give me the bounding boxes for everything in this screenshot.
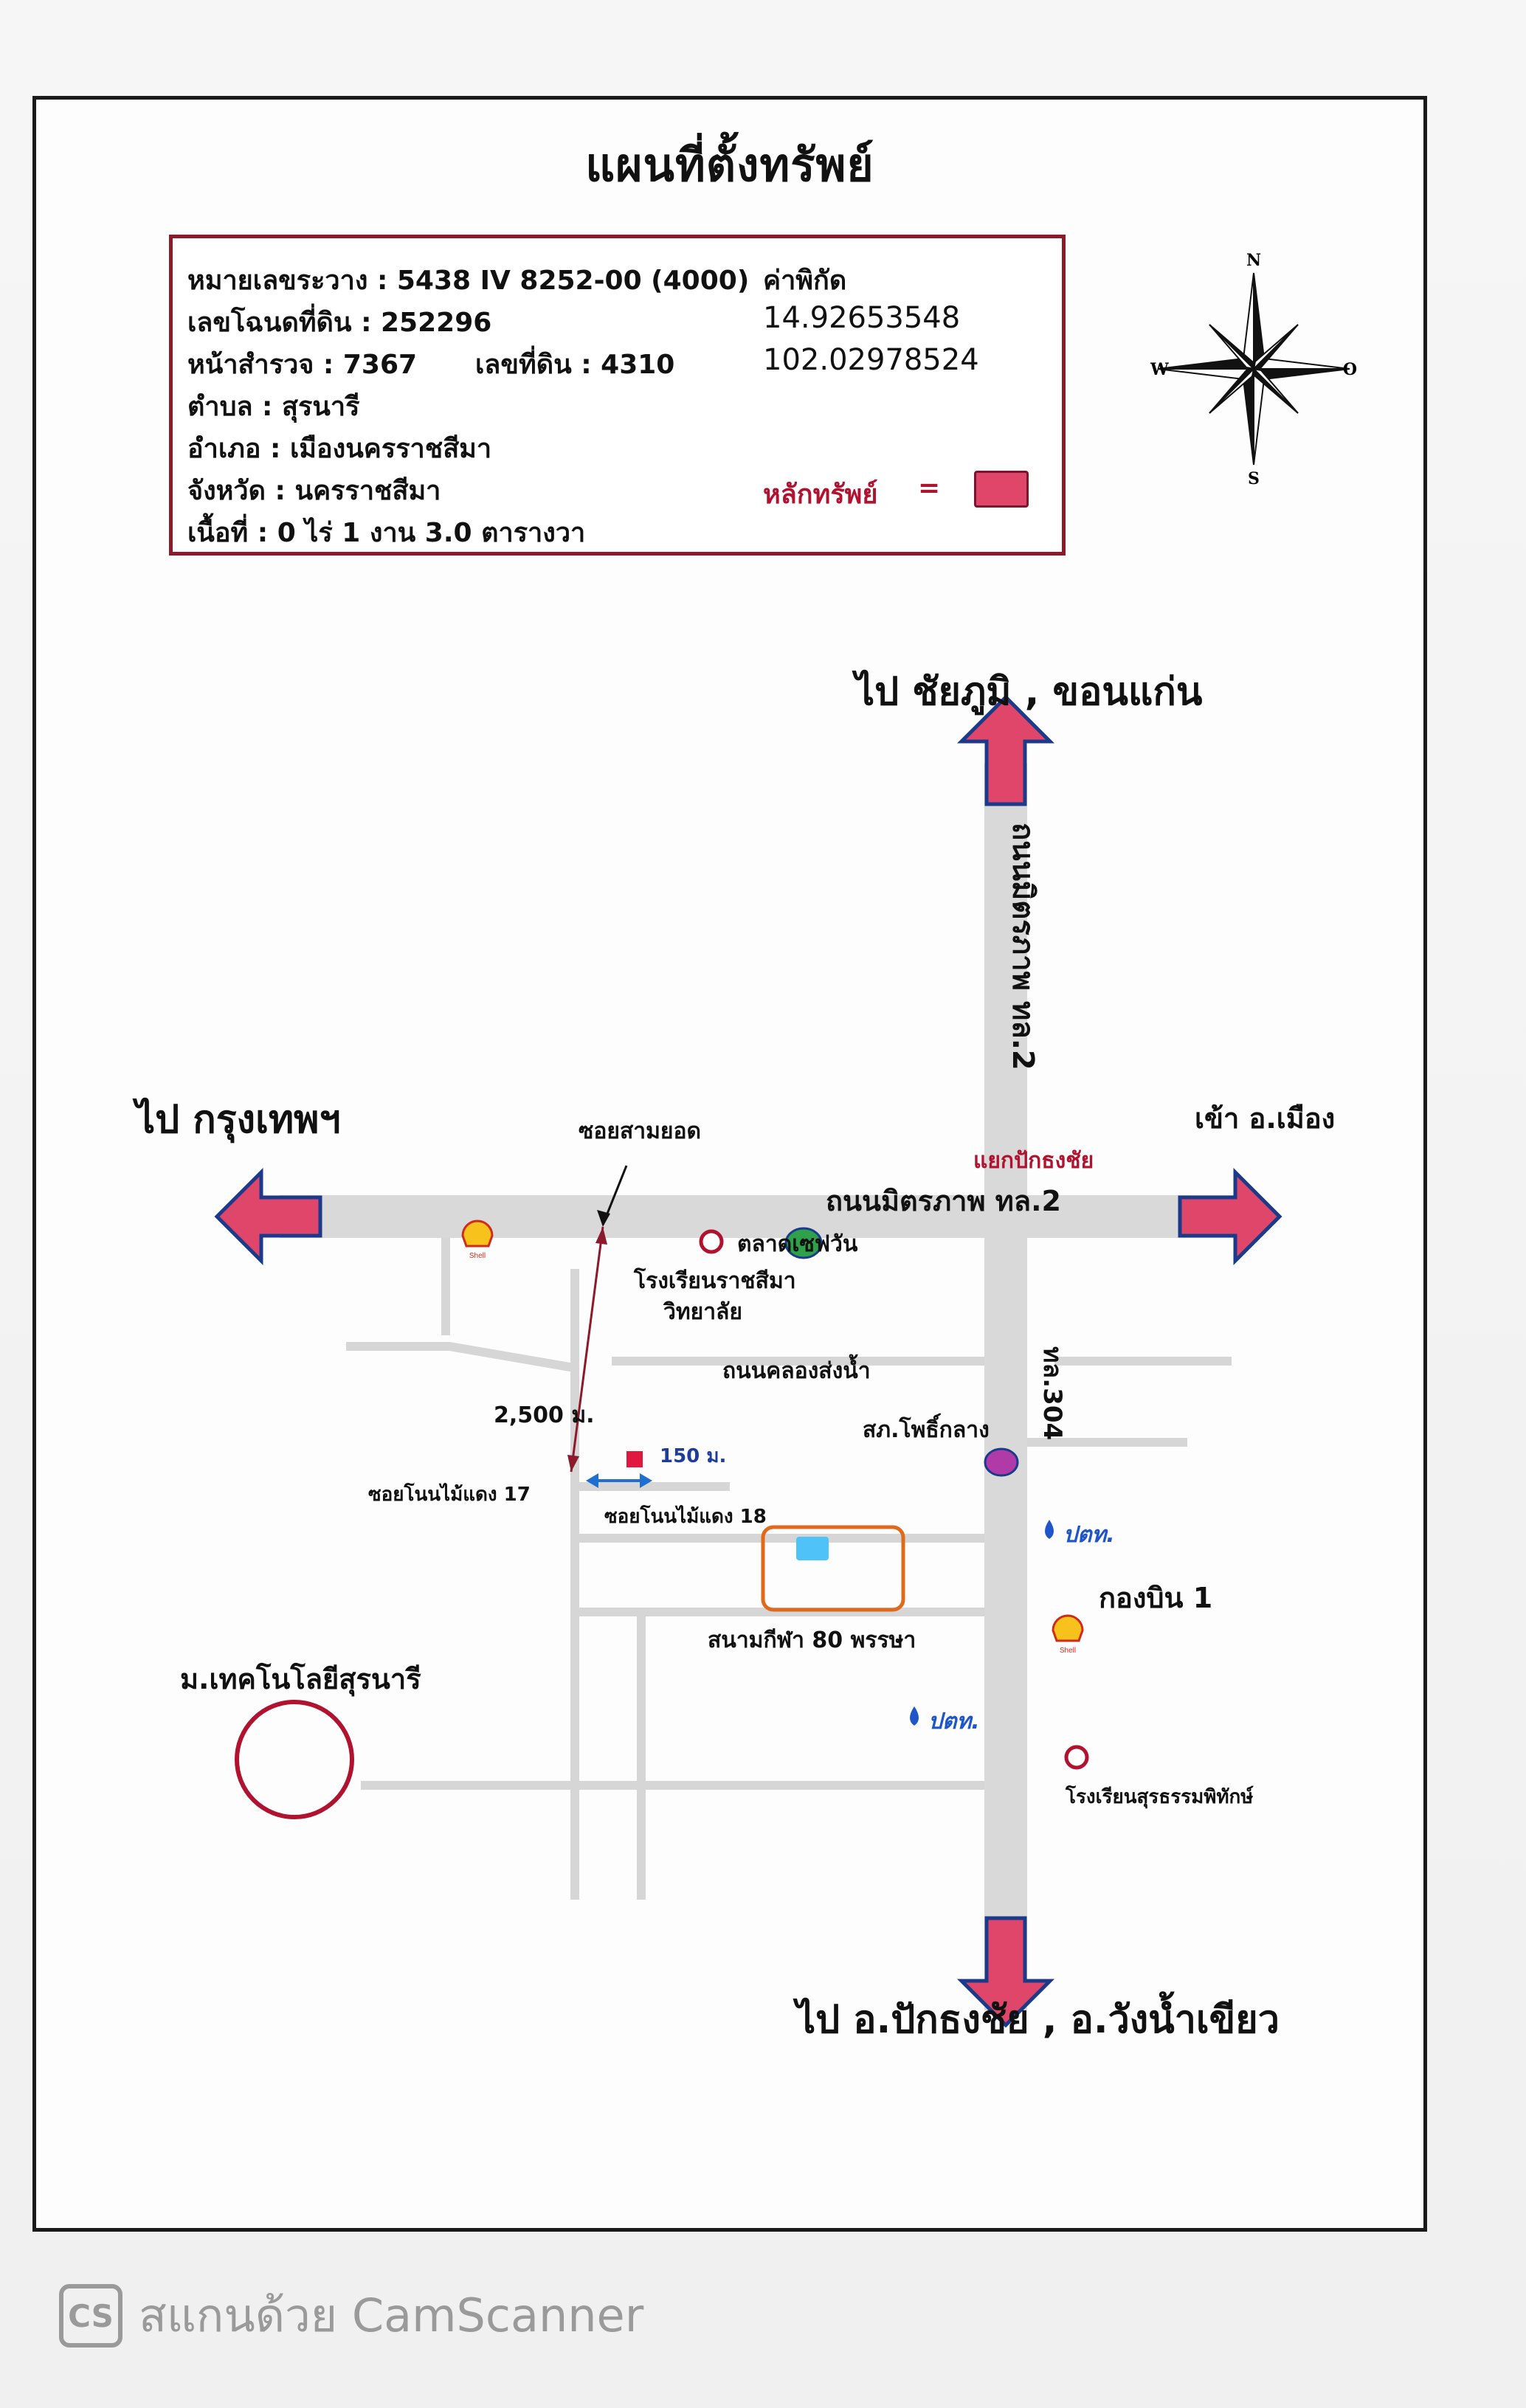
label-to-south: ไป อ.ปักธงชัย , อ.วังน้ำเขียว: [796, 1998, 1280, 2042]
stadium-outline: [761, 1525, 905, 1612]
label-ptt-2: ปตท.: [928, 1709, 980, 1734]
label-soi-samyot: ซอยสามยอด: [579, 1118, 701, 1144]
minor-roads: [346, 1225, 1232, 1900]
watermark-text: สแกนด้วย CamScanner: [139, 2288, 644, 2342]
distance-2500-line: [570, 1226, 604, 1473]
school-suratham-marker: [1064, 1745, 1089, 1770]
road-mittraphap-vertical: [984, 764, 1027, 2010]
label-market: ตลาดเซฟวัน: [737, 1231, 858, 1257]
legend-swatch: [974, 471, 1029, 508]
page-title: แผนที่ตั้งทรัพย์: [585, 138, 874, 192]
stadium-pool-icon: [796, 1537, 829, 1560]
label-road-304: ทล.304: [1038, 1346, 1067, 1441]
label-junction: แยกปักธงชัย: [973, 1148, 1094, 1174]
label-university: ม.เทคโนโลยีสุรนารี: [180, 1663, 421, 1695]
label-distance-2500: 2,500 ม.: [494, 1402, 595, 1428]
road-mittraphap-horizontal: [280, 1195, 1239, 1238]
label-ptt-1: ปตท.: [1063, 1522, 1115, 1548]
label-stadium: สนามกีฬา 80 พรรษา: [708, 1627, 916, 1653]
label-soi-18: ซอยโนนไม้แดง 18: [604, 1506, 767, 1528]
market-marker: [784, 1227, 823, 1259]
coordinate-label: ค่าพิกัด: [763, 266, 847, 296]
arrow-west-icon: [214, 1167, 322, 1266]
province: จังหวัด : นครราชสีมา: [187, 476, 441, 506]
arrow-east-icon: [1178, 1167, 1282, 1266]
university-marker: [235, 1700, 354, 1819]
survey-page: หน้าสำรวจ : 7367: [187, 350, 418, 380]
arrow-south-icon: [956, 1916, 1055, 2028]
label-police: สภ.โพธิ์กลาง: [863, 1417, 990, 1443]
legend-label: หลักทรัพย์: [763, 480, 878, 510]
compass-s: S: [1248, 469, 1260, 487]
property-marker: [626, 1451, 643, 1467]
compass-e: O: [1343, 360, 1357, 379]
label-to-chaiyaphum: ไป ชัยภูมิ , ขอนแก่น: [855, 670, 1203, 714]
latitude: 14.92653548: [763, 301, 961, 335]
arrow-north-icon: [956, 694, 1055, 806]
compass-w: W: [1150, 360, 1169, 379]
label-school-rajsima-2: วิทยาลัย: [663, 1299, 743, 1325]
district: อำเภอ : เมืองนครราชสีมา: [187, 434, 492, 464]
scanner-watermark: CS สแกนด้วย CamScanner: [59, 2280, 643, 2352]
compass-rose-icon: N S W O: [1150, 251, 1357, 487]
route-map: Shell Shell: [214, 694, 1282, 2028]
label-road-canal: ถนนคลองส่งน้ำ: [722, 1358, 871, 1384]
sheet-number: หมายเลขระวาง : 5438 IV 8252-00 (4000): [187, 266, 750, 296]
longitude: 102.02978524: [763, 343, 979, 377]
school-rajsima-marker: [699, 1229, 724, 1254]
police-marker: [984, 1447, 1019, 1477]
label-road-mittraphap-vertical: ถนนมิตรภาพ ทล.2: [1006, 823, 1040, 1070]
land-number: เลขที่ดิน : 4310: [475, 350, 675, 380]
legend-equals: =: [918, 473, 941, 503]
label-soi-17: ซอยโนนไม้แดง 17: [368, 1484, 531, 1506]
subdistrict: ตำบล : สุรนารี: [187, 392, 360, 422]
land-area: เนื้อที่ : 0 ไร่ 1 งาน 3.0 ตารางวา: [187, 518, 586, 548]
label-to-bangkok: ไป กรุงเทพฯ: [136, 1098, 341, 1142]
compass-n: N: [1246, 251, 1261, 270]
label-school-rajsima: โรงเรียนราชสีมา: [634, 1268, 796, 1294]
label-to-city: เข้า อ.เมือง: [1195, 1102, 1336, 1135]
property-info-box: หมายเลขระวาง : 5438 IV 8252-00 (4000) เล…: [169, 235, 1066, 556]
camscanner-logo-icon: CS: [59, 2284, 122, 2348]
deed-number: เลขโฉนดที่ดิน : 252296: [187, 308, 492, 338]
ptt-drop-icon: [1045, 1520, 1054, 1539]
label-road-mittraphap-horizontal: ถนนมิตรภาพ ทล.2: [826, 1185, 1061, 1217]
shell-icon: Shell: [461, 1219, 494, 1260]
label-school-suratham: โรงเรียนสุรธรรมพิทักษ์: [1066, 1786, 1254, 1808]
shell-icon: Shell: [1052, 1614, 1084, 1655]
label-distance-150: 150 ม.: [660, 1445, 727, 1467]
map-frame: แผนที่ตั้งทรัพย์ หมายเลขระวาง : 5438 IV …: [32, 96, 1427, 2232]
label-wing-1: กองบิน 1: [1099, 1582, 1213, 1614]
svg-text:Shell: Shell: [1060, 1647, 1076, 1655]
ptt-drop-icon: [910, 1706, 919, 1726]
svg-text:Shell: Shell: [469, 1252, 486, 1260]
